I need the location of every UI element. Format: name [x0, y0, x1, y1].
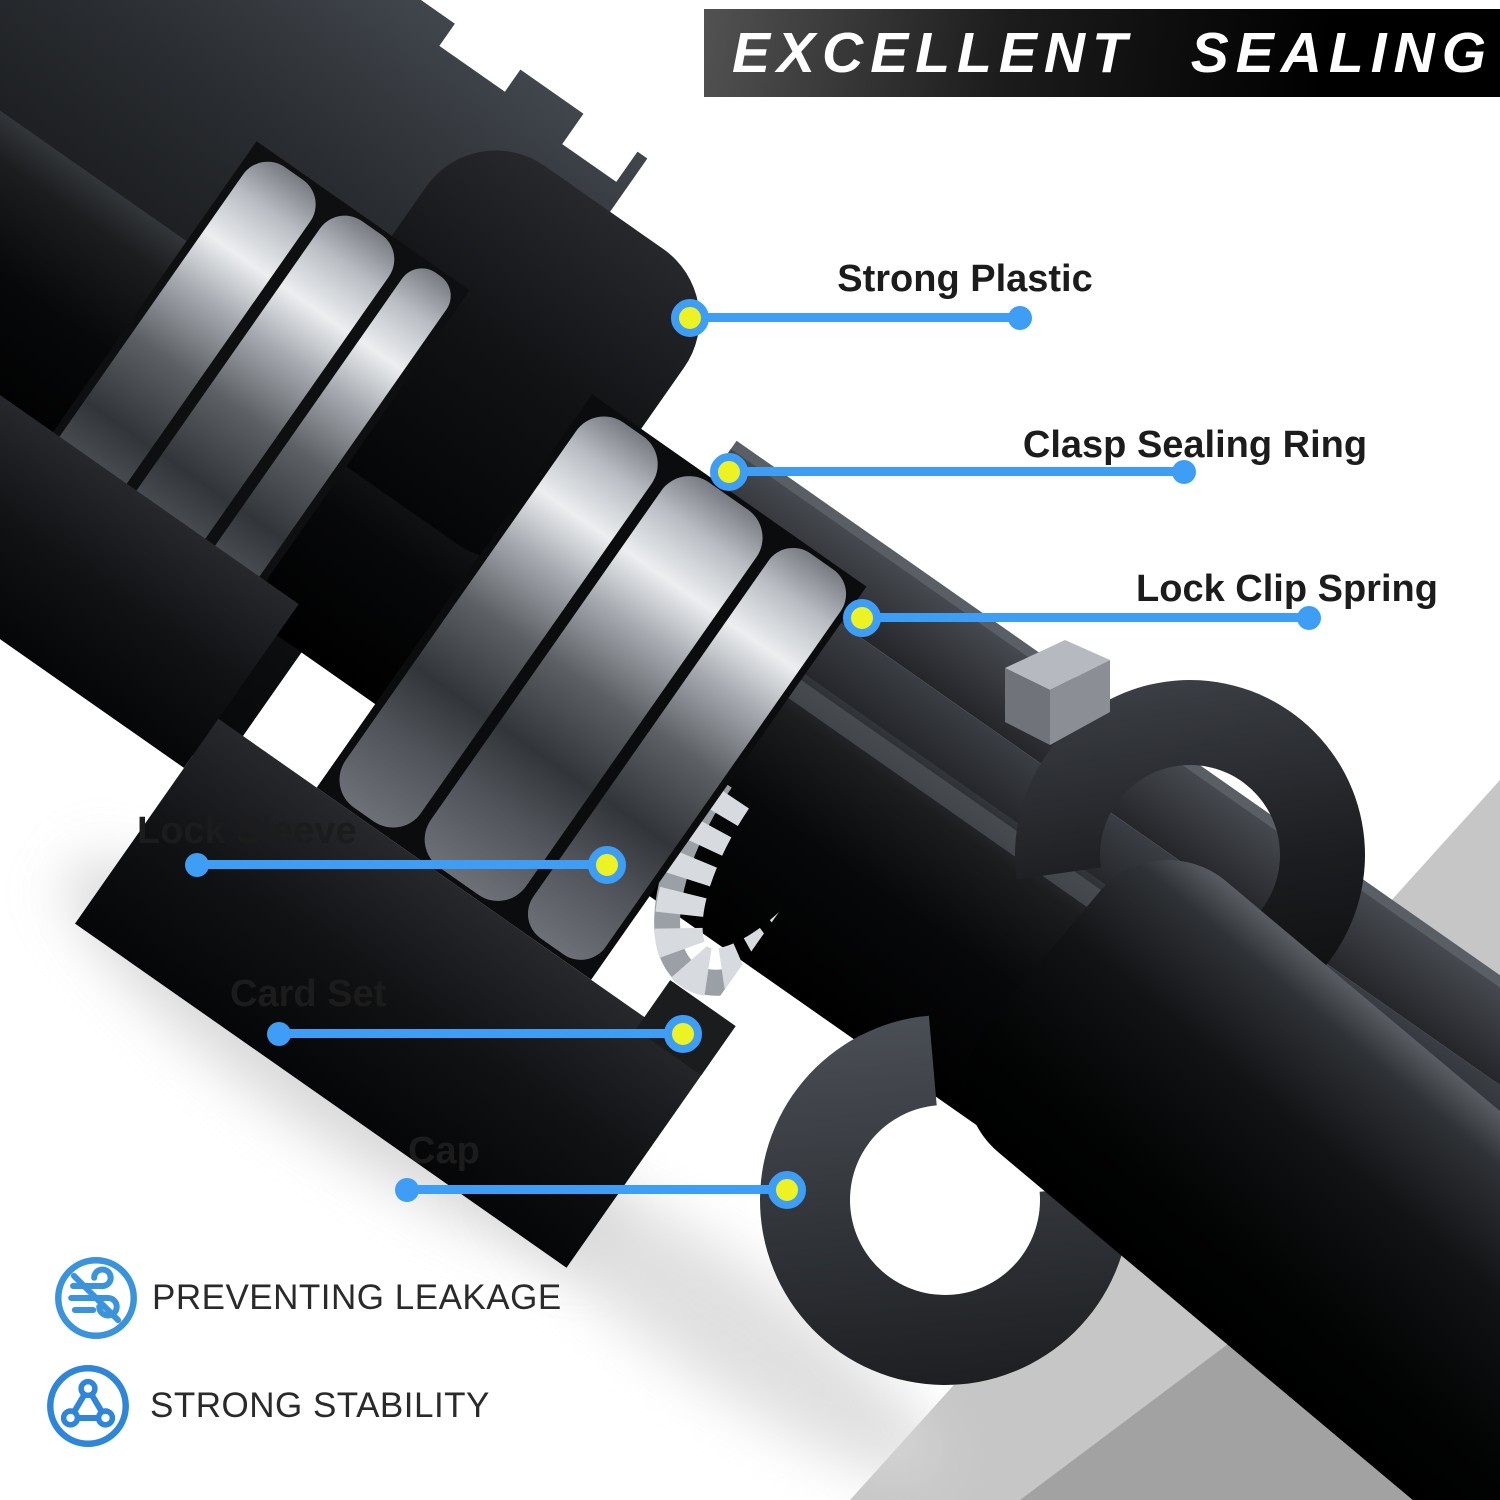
callout-line-cap — [395, 1170, 806, 1209]
marker-dot-card-set — [664, 1014, 702, 1053]
line-endcap — [1297, 605, 1321, 630]
callout-line-strong-plastic — [671, 298, 1032, 337]
banner: EXCELLENT SEALING — [704, 9, 1500, 97]
feature-preventing-leakage: PREVENTING LEAKAGE — [50, 1252, 562, 1344]
callout-label-cap: Cap — [408, 1130, 480, 1172]
callout-line-clasp-sealing-ring — [710, 452, 1196, 491]
feature-strong-stability: STRONG STABILITY — [42, 1360, 490, 1452]
callout-label-strong-plastic: Strong Plastic — [837, 258, 1093, 300]
feature-label: PREVENTING LEAKAGE — [152, 1278, 562, 1317]
marker-dot-clasp-sealing-ring — [710, 452, 748, 491]
line-endcap — [1172, 459, 1196, 484]
line-endcap — [395, 1177, 419, 1202]
callout-label-lock-clip-spring: Lock Clip Spring — [1136, 568, 1438, 610]
marker-dot-strong-plastic — [671, 298, 709, 337]
callout-line-lock-clip-spring — [843, 598, 1321, 637]
marker-dot-lock-clip-spring — [843, 598, 881, 637]
line-endcap — [1008, 305, 1032, 330]
feature-label: STRONG STABILITY — [150, 1386, 490, 1425]
line-endcap — [185, 852, 209, 877]
marker-dot-cap — [768, 1170, 806, 1209]
callout-label-lock-sleeve: Lock Sleeve — [137, 810, 357, 852]
line-endcap — [267, 1021, 291, 1046]
triangle-stability-icon — [47, 1365, 129, 1447]
callout-label-card-set: Card Set — [230, 973, 387, 1015]
callout-label-clasp-sealing-ring: Clasp Sealing Ring — [1022, 424, 1368, 466]
cap-c-shape — [760, 1015, 1130, 1385]
no-air-leak-icon — [55, 1257, 137, 1339]
banner-title: EXCELLENT SEALING — [732, 21, 1494, 85]
marker-dot-lock-sleeve — [588, 845, 626, 884]
callout-line-lock-sleeve — [185, 845, 626, 884]
callout-line-card-set — [267, 1014, 702, 1053]
